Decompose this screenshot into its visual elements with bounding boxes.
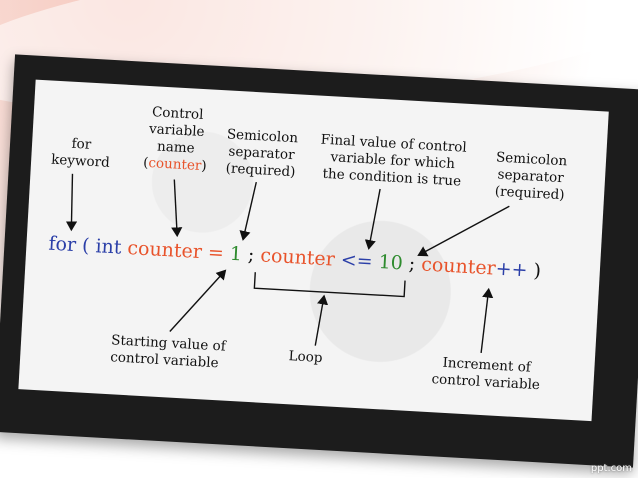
- loop-bracket: [253, 272, 406, 298]
- arrow-for-keyword: [65, 173, 78, 232]
- arrow-starting-value: [169, 269, 227, 332]
- arrow-loop: [314, 294, 329, 346]
- footer-watermark: ppt.com: [590, 463, 632, 474]
- arrow-increment: [480, 287, 494, 353]
- slide-frame: for keyword Control variable name (count…: [0, 54, 638, 468]
- diagram-panel: for keyword Control variable name (count…: [18, 79, 609, 422]
- annotation-arrows: [65, 173, 510, 353]
- arrow-control-variable: [171, 179, 183, 238]
- arrow-semicolon-1: [239, 181, 257, 241]
- arrow-semicolon-2: [417, 205, 510, 257]
- arrow-final-value: [364, 188, 381, 250]
